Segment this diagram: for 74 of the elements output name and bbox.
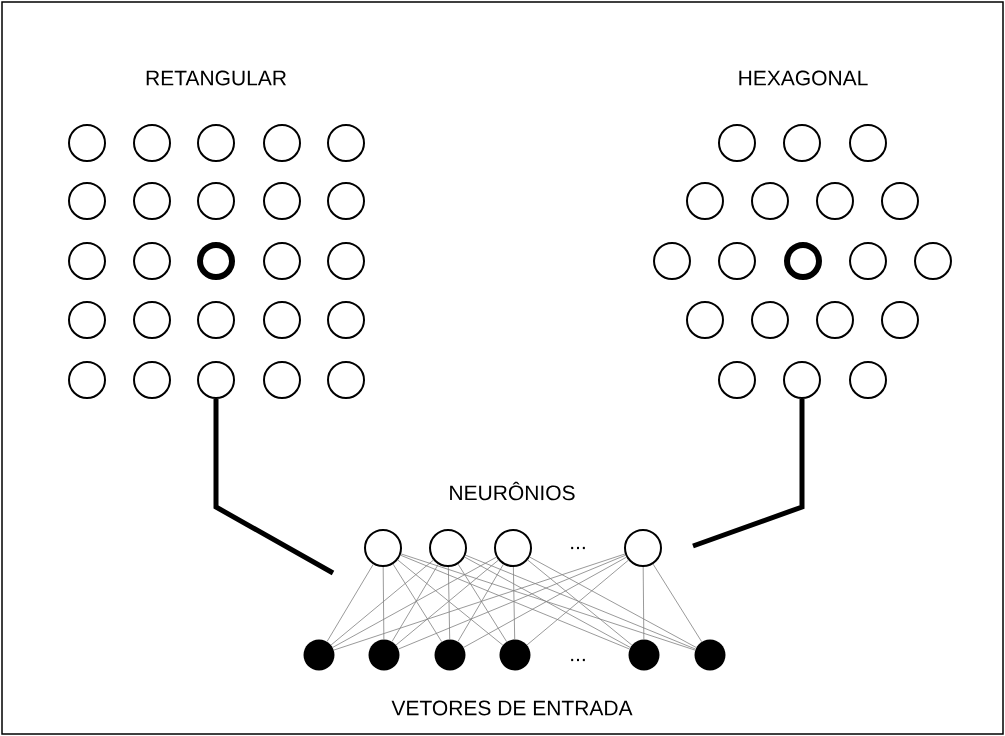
ellipsis: ... (571, 546, 585, 550)
grid-circle (263, 124, 301, 162)
grid-circle (133, 301, 171, 339)
grid-circle (783, 361, 821, 399)
grid-heading: HEXAGONAL (739, 70, 868, 86)
grid-heading: RETANGULAR (146, 70, 286, 86)
thick-connector (213, 399, 335, 576)
connection-line (333, 553, 626, 651)
grid-circle (653, 242, 691, 280)
neuron-circle (364, 529, 402, 567)
highlighted-circle (784, 242, 822, 280)
grid-circle (133, 361, 171, 399)
input-dot (434, 639, 466, 671)
highlighted-circle (197, 242, 235, 280)
neuron-circle (624, 529, 662, 567)
grid-circle (783, 124, 821, 162)
grid-circle (263, 182, 301, 220)
grid-circle (816, 182, 854, 220)
connection-line (326, 563, 374, 642)
connection-line (382, 566, 385, 640)
grid-circle (263, 301, 301, 339)
grid-circle (718, 242, 756, 280)
grid-circle (881, 182, 919, 220)
grid-circle (881, 301, 919, 339)
grid-circle (263, 361, 301, 399)
grid-circle (327, 124, 365, 162)
input-dot (303, 639, 335, 671)
grid-circle (816, 301, 854, 339)
grid-circle (849, 361, 887, 399)
grid-circle (686, 301, 724, 339)
grid-circle (68, 301, 106, 339)
grid-circle (327, 361, 365, 399)
grid-circle (197, 124, 235, 162)
grid-circle (751, 182, 789, 220)
neuron-circle (494, 529, 532, 567)
connection-line (400, 553, 696, 651)
grid-circle (914, 242, 952, 280)
input-dot (368, 639, 400, 671)
connection-line (512, 566, 516, 640)
grid-circle (751, 301, 789, 339)
grid-circle (68, 361, 106, 399)
grid-circle (686, 182, 724, 220)
grid-circle (68, 242, 106, 280)
connection-line (447, 566, 451, 640)
grid-circle (849, 242, 887, 280)
layer-heading: NEURÔNIOS (450, 481, 575, 501)
connection-line (330, 559, 434, 646)
grid-circle (133, 242, 171, 280)
grid-circle (133, 124, 171, 162)
connection-line (465, 554, 696, 650)
grid-circle (133, 182, 171, 220)
grid-circle (68, 124, 106, 162)
grid-circle (68, 182, 106, 220)
input-dot (499, 639, 531, 671)
connection-line (529, 556, 697, 648)
grid-circle (327, 301, 365, 339)
grid-circle (197, 361, 235, 399)
grid-circle (197, 301, 235, 339)
grid-circle (327, 242, 365, 280)
input-dot (628, 639, 660, 671)
input-dot (694, 639, 726, 671)
grid-circle (718, 361, 756, 399)
connection-line (332, 556, 497, 648)
grid-circle (263, 242, 301, 280)
connection-line (642, 566, 645, 640)
thick-connector (692, 399, 805, 549)
layer-heading: VETORES DE ENTRADA (391, 700, 633, 716)
neuron-circle (429, 529, 467, 567)
grid-circle (197, 182, 235, 220)
connection-line (652, 563, 703, 643)
ellipsis: ... (571, 658, 585, 662)
grid-circle (718, 124, 756, 162)
grid-circle (327, 182, 365, 220)
grid-circle (849, 124, 887, 162)
